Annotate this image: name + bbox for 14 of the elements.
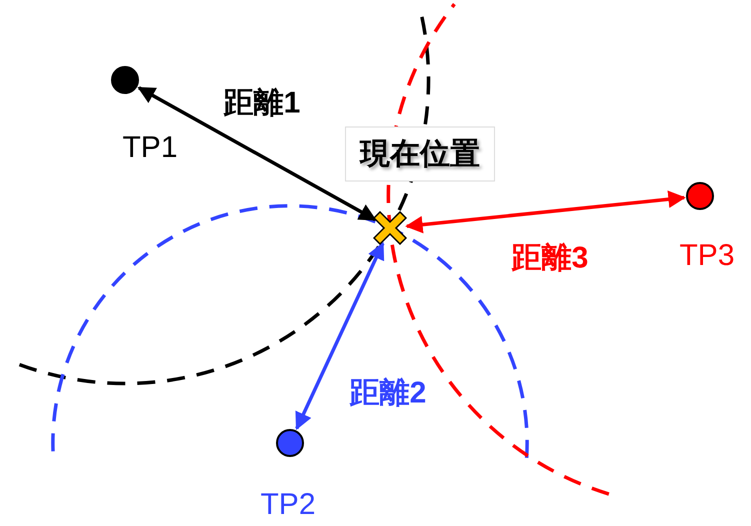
double-arrow [295, 242, 384, 430]
double-arrow [405, 190, 686, 234]
point-dot [686, 182, 714, 210]
point-dot [111, 66, 139, 94]
location-label: 現在位置 [345, 126, 495, 182]
edge-label: 距離3 [512, 240, 588, 276]
point-label: TP2 [260, 488, 316, 522]
double-arrow [137, 86, 377, 222]
point-label: TP1 [122, 131, 178, 165]
cross-marker [373, 211, 407, 245]
point-dot [276, 429, 304, 457]
edge-label: 距離2 [350, 376, 426, 412]
point-label: TP3 [679, 239, 735, 273]
edge-label: 距離1 [224, 86, 300, 122]
